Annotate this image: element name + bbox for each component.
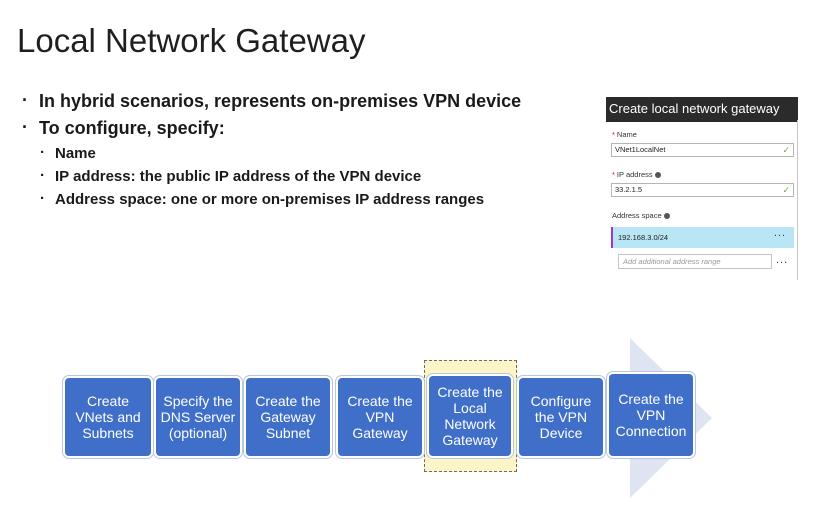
sub-bullet-item: IP address: the public IP address of the… <box>20 166 521 190</box>
check-icon: ✓ <box>782 145 790 155</box>
ip-address-field[interactable]: 33.2.1.5 ✓ <box>611 183 794 197</box>
name-field[interactable]: VNet1LocalNet ✓ <box>611 143 794 157</box>
required-mark: * <box>612 130 615 139</box>
info-icon <box>654 172 661 179</box>
check-icon: ✓ <box>782 185 790 195</box>
required-mark: * <box>612 170 615 179</box>
slide-title: Local Network Gateway <box>17 22 366 59</box>
bullet-item: To configure, specify: <box>20 116 521 144</box>
name-label: *Name <box>612 130 637 139</box>
add-address-range-input[interactable]: Add additional address range <box>618 254 772 269</box>
step-create-gateway-subnet: Create the Gateway Subnet <box>244 376 332 458</box>
step-create-local-network-gateway: Create the Local Network Gateway <box>427 374 513 458</box>
step-configure-vpn-device: Configure the VPN Device <box>517 376 605 458</box>
step-specify-dns: Specify the DNS Server (optional) <box>154 376 242 458</box>
more-icon[interactable]: ... <box>776 254 789 266</box>
info-icon <box>663 213 670 220</box>
step-create-vpn-gateway: Create the VPN Gateway <box>336 376 424 458</box>
bullet-list: In hybrid scenarios, represents on-premi… <box>20 89 521 213</box>
address-space-label: Address space <box>612 211 670 220</box>
panel-header: Create local network gateway <box>606 97 798 122</box>
bullet-item: In hybrid scenarios, represents on-premi… <box>20 89 521 117</box>
step-create-vpn-connection: Create the VPN Connection <box>607 372 695 458</box>
sub-bullet-item: Address space: one or more on-premises I… <box>20 189 521 213</box>
ip-address-label: *IP address <box>612 170 661 179</box>
address-space-row[interactable]: 192.168.3.0/24 ... <box>611 227 794 248</box>
sub-bullet-item: Name <box>20 143 521 167</box>
more-icon[interactable]: ... <box>773 227 786 239</box>
panel-divider <box>797 120 798 280</box>
step-create-vnets: Create VNets and Subnets <box>63 376 153 458</box>
